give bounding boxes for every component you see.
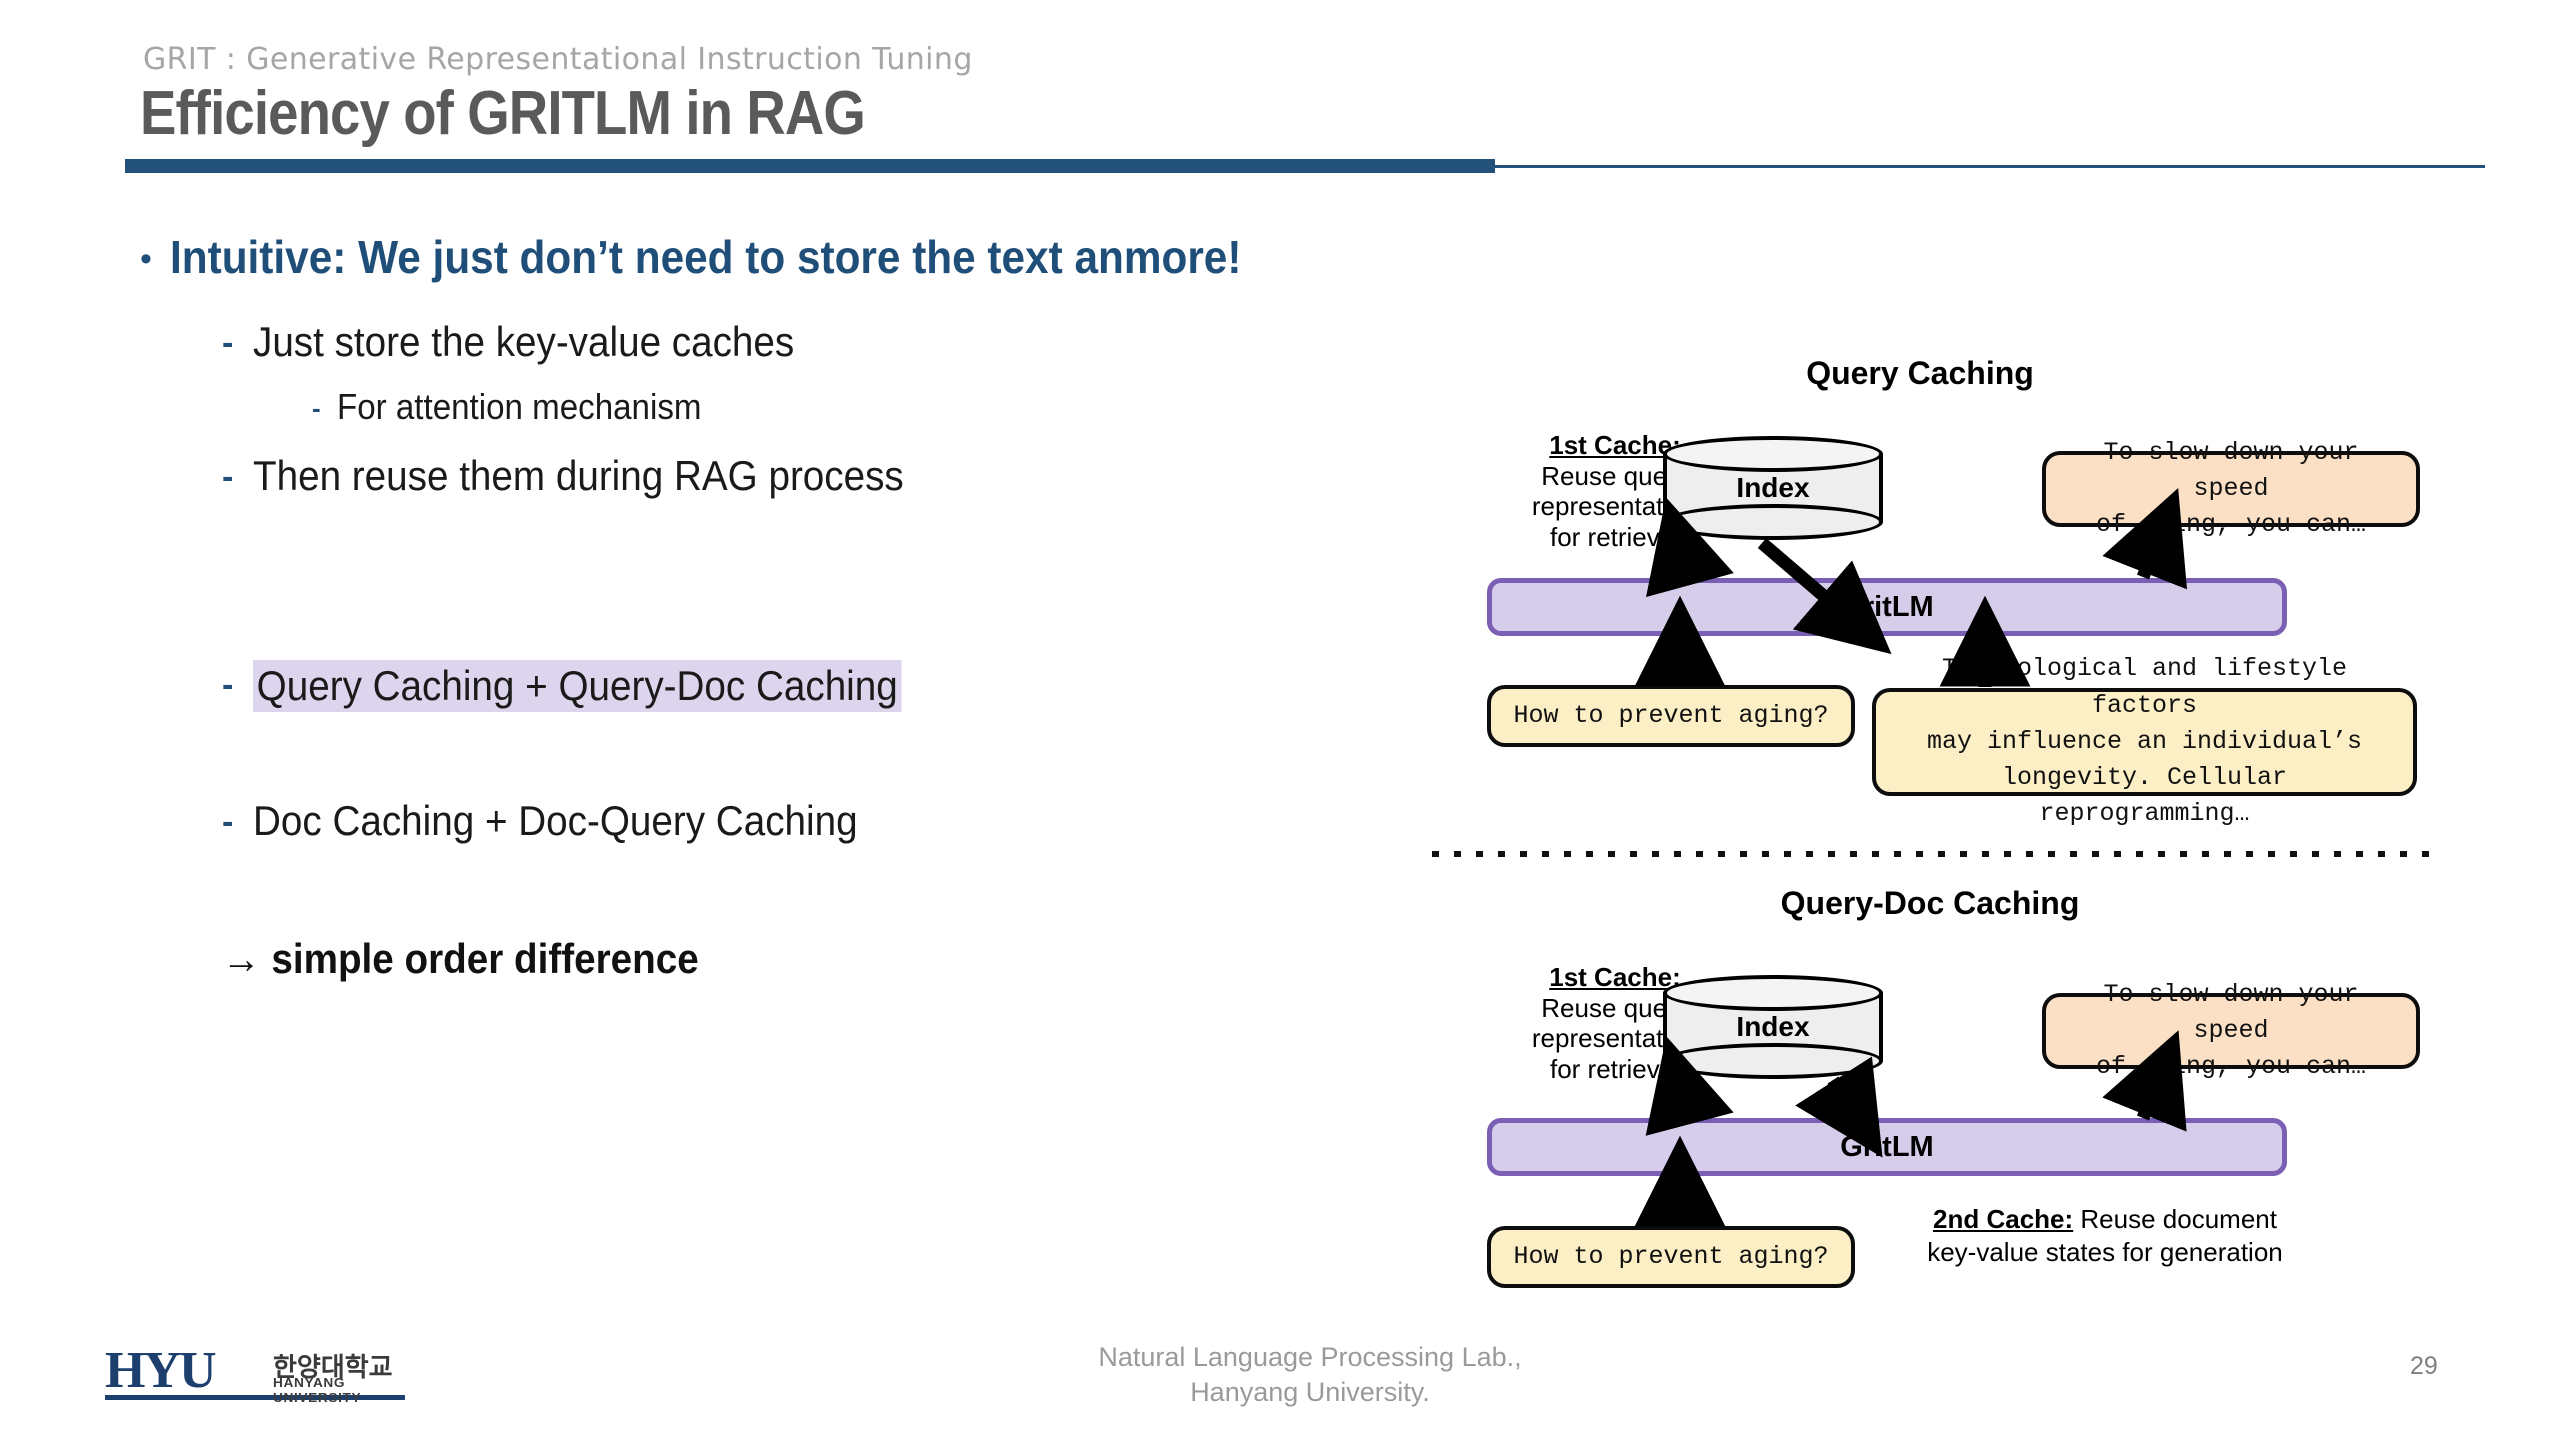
answer-box-bottom: To slow down your speed of aging, you ca… [2042, 980, 2420, 1081]
sub-bullet-4: - Doc Caching + Doc-Query Caching [222, 797, 910, 845]
diagram-divider-dotted [1432, 851, 2432, 857]
dash-icon: - [312, 393, 321, 423]
first-cache-line3: for retrieval [1549, 1054, 1681, 1085]
answer-line1-top: To slow down your speed [2103, 437, 2359, 503]
query-box-bottom: How to prevent aging? [1487, 1226, 1855, 1288]
doc-line3-top: longevity. Cellular reprogramming… [2001, 763, 2288, 829]
footer-note-line2: Hanyang University. [1190, 1376, 1430, 1407]
diagram-top-title: Query Caching [1806, 355, 2034, 391]
sub-bullet-3: - Query Caching + Query-Doc Caching [222, 660, 958, 712]
query-box-top: How to prevent aging? [1487, 685, 1855, 747]
index-cylinder-top: Index [1663, 436, 1883, 540]
footer-lab-note: Natural Language Processing Lab., Hanyan… [1060, 1340, 1560, 1409]
second-cache-line1: Reuse document [2073, 1204, 2277, 1234]
index-label-bottom: Index [1736, 1011, 1810, 1042]
dash-icon: - [222, 666, 234, 704]
sub-bullet-1: - Just store the key-value caches [222, 318, 842, 366]
first-cache-head: 1st Cache: [1549, 962, 1681, 992]
arrow-index-to-gritlm-bottom [1795, 1056, 1883, 1158]
sub-bullet-2: - Then reuse them during RAG process [222, 452, 961, 500]
sub-bullet-3-label-highlighted: Query Caching + Query-Doc Caching [253, 660, 902, 712]
footer-note-line1: Natural Language Processing Lab., [1098, 1342, 1522, 1372]
slide-kicker: GRIT : Generative Representational Instr… [143, 42, 973, 77]
gritlm-bar-bottom: GritLM [1487, 1118, 2287, 1176]
dash-icon: - [222, 803, 234, 841]
index-cylinder-bottom: Index [1663, 975, 1883, 1079]
second-cache-note: 2nd Cache: Reuse document key-value stat… [1880, 1203, 2330, 1268]
doc-line2-top: may influence an individual’s [1926, 726, 2363, 756]
hyu-logo-english: HANYANG UNIVERSITY [273, 1375, 362, 1405]
gritlm-bar-top: GritLM [1487, 578, 2287, 636]
hyu-logo: HYU 한양대학교 HANYANG UNIVERSITY [105, 1342, 405, 1407]
conclusion-label: → simple order difference [222, 935, 699, 982]
sub-bullet-2-label: Then reuse them during RAG process [253, 452, 905, 499]
sub-bullet-1-label: Just store the key-value caches [253, 318, 795, 365]
header-rule-thick [125, 159, 1495, 173]
sub-bullet-4-label: Doc Caching + Doc-Query Caching [253, 797, 858, 844]
sub-bullet-1a: - For attention mechanism [312, 386, 733, 428]
cylinder-top-ellipse [1663, 975, 1883, 1011]
answer-line2-top: of aging, you can… [2095, 510, 2367, 540]
page-title: Efficiency of GRITLM in RAG [140, 79, 866, 148]
doc-box-top: Technological and lifestyle factors may … [1872, 654, 2417, 828]
dash-icon: - [222, 458, 234, 496]
second-cache-line2: key-value states for generation [1927, 1236, 2283, 1267]
cylinder-top-ellipse [1663, 436, 1883, 472]
diagram-bottom-title: Query-Doc Caching [1780, 885, 2080, 921]
sub-bullet-1a-label: For attention mechanism [336, 386, 702, 427]
page-number: 29 [2410, 1352, 2438, 1380]
bullet-main-label: Intuitive: We just don’t need to store t… [169, 231, 1242, 283]
index-label-top: Index [1736, 472, 1810, 503]
bullet-dot-icon: • [140, 240, 152, 278]
answer-line1-bottom: To slow down your speed [2103, 979, 2359, 1045]
arrow-query-to-index-bottom [1645, 1036, 1734, 1136]
hyu-logo-korean: 한양대학교 [273, 1353, 393, 1383]
hyu-logo-bar [105, 1395, 405, 1400]
doc-line1-top: Technological and lifestyle factors [1941, 654, 2348, 720]
dash-icon: - [222, 324, 234, 362]
bullet-main: • Intuitive: We just don’t need to store… [140, 230, 1334, 284]
second-cache-head: 2nd Cache: [1933, 1204, 2074, 1234]
first-cache-head: 1st Cache: [1549, 430, 1681, 460]
first-cache-line3: for retrieval [1549, 522, 1681, 553]
hyu-logo-letters: HYU [105, 1342, 217, 1399]
answer-box-top: To slow down your speed of aging, you ca… [2042, 438, 2420, 539]
answer-line2-bottom: of aging, you can… [2095, 1052, 2367, 1082]
